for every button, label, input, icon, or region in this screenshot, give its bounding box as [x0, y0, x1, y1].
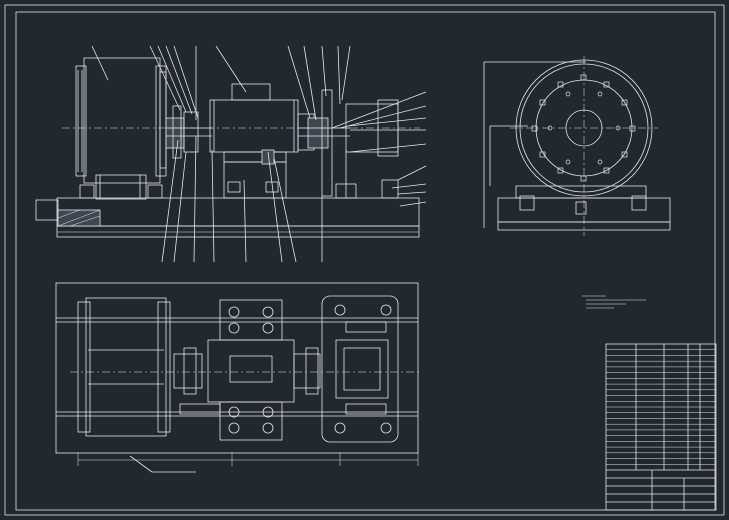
plan-view	[55, 282, 420, 473]
bolt-holes	[531, 74, 636, 182]
tech-notes-marks	[582, 295, 646, 309]
inner-frame	[15, 11, 716, 511]
title-block	[605, 343, 717, 511]
outer-border	[4, 4, 725, 516]
side-view	[483, 56, 671, 236]
front-view	[35, 45, 427, 263]
